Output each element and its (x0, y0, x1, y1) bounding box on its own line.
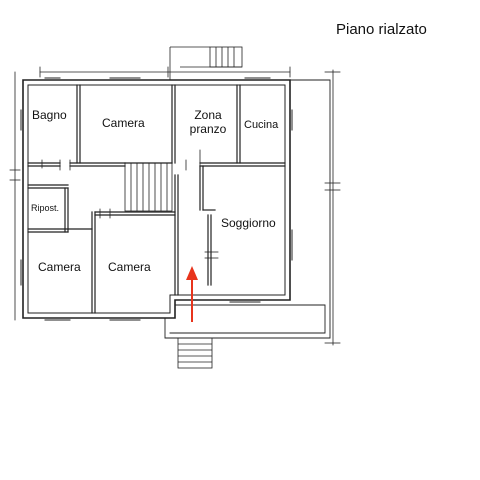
room-label-camera-bottom-left: Camera (38, 260, 81, 274)
room-label-soggiorno: Soggiorno (221, 216, 276, 230)
room-label-bagno: Bagno (32, 108, 67, 122)
zona-pranzo-line2: pranzo (189, 122, 227, 136)
room-label-camera-bottom-right: Camera (108, 260, 151, 274)
page-title: Piano rialzato (336, 21, 427, 38)
doors (41, 149, 219, 259)
room-label-ripost: Ripost. (31, 203, 60, 213)
entrance-stair (177, 337, 213, 369)
room-label-cucina: Cucina (244, 119, 279, 131)
room-label-zona-pranzo: Zona pranzo (186, 108, 230, 136)
entrance-arrow-icon (186, 266, 198, 322)
dimension-marks (9, 66, 341, 346)
top-external-stair (169, 46, 243, 80)
terrace-outline (164, 79, 331, 339)
windows (20, 77, 293, 321)
room-label-camera-top: Camera (102, 116, 145, 130)
interior-stair (124, 162, 173, 212)
zona-pranzo-line1: Zona (194, 108, 222, 122)
